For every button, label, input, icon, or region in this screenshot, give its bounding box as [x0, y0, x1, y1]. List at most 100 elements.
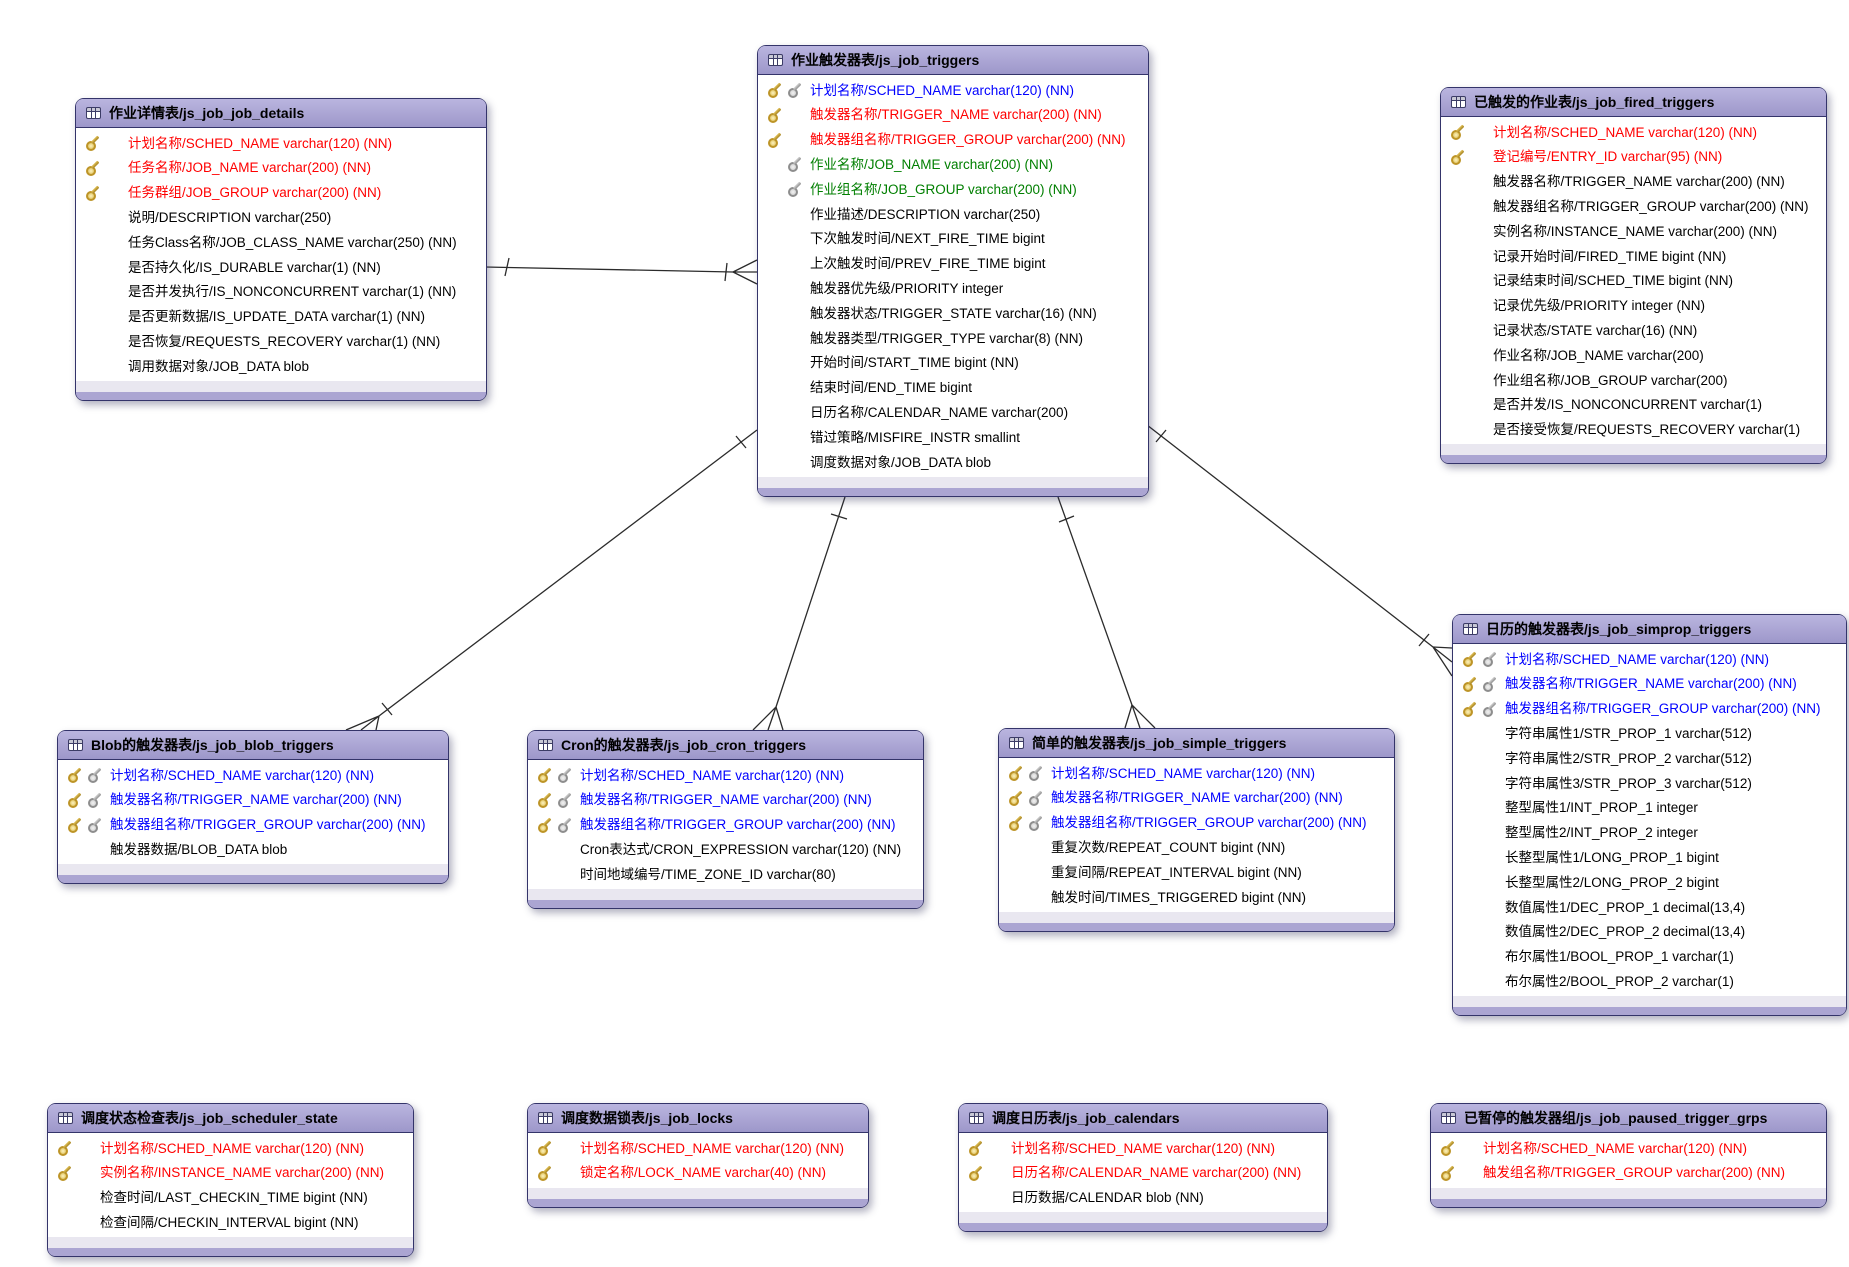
table-field-row[interactable]: Cron表达式/CRON_EXPRESSION varchar(120) (NN…: [528, 837, 923, 862]
table-field-row[interactable]: 长整型属性2/LONG_PROP_2 bigint: [1453, 870, 1846, 895]
table-field-row[interactable]: 计划名称/SCHED_NAME varchar(120) (NN): [959, 1136, 1327, 1161]
table-field-row[interactable]: 重复间隔/REPEAT_INTERVAL bigint (NN): [999, 860, 1394, 885]
table-field-row[interactable]: 字符串属性3/STR_PROP_3 varchar(512): [1453, 771, 1846, 796]
table-field-row[interactable]: 触发器类型/TRIGGER_TYPE varchar(8) (NN): [758, 326, 1148, 351]
table-field-row[interactable]: 触发器优先级/PRIORITY integer: [758, 276, 1148, 301]
table-field-row[interactable]: 作业名称/JOB_NAME varchar(200): [1441, 343, 1826, 368]
table-field-row[interactable]: 检查间隔/CHECKIN_INTERVAL bigint (NN): [48, 1210, 413, 1235]
table-field-row[interactable]: 触发器状态/TRIGGER_STATE varchar(16) (NN): [758, 301, 1148, 326]
table-field-row[interactable]: 触发器名称/TRIGGER_NAME varchar(200) (NN): [1441, 170, 1826, 195]
table-field-row[interactable]: 检查时间/LAST_CHECKIN_TIME bigint (NN): [48, 1186, 413, 1211]
table-field-row[interactable]: 触发时间/TIMES_TRIGGERED bigint (NN): [999, 885, 1394, 910]
table-field-row[interactable]: 实例名称/INSTANCE_NAME varchar(200) (NN): [1441, 219, 1826, 244]
table-field-row[interactable]: 字符串属性2/STR_PROP_2 varchar(512): [1453, 746, 1846, 771]
table-header[interactable]: 日历的触发器表/js_job_simprop_triggers: [1453, 615, 1846, 644]
table-field-row[interactable]: 调用数据对象/JOB_DATA blob: [76, 354, 486, 379]
table-field-row[interactable]: 布尔属性2/BOOL_PROP_2 varchar(1): [1453, 969, 1846, 994]
table-field-row[interactable]: 计划名称/SCHED_NAME varchar(120) (NN): [1441, 120, 1826, 145]
table-field-row[interactable]: 下次触发时间/NEXT_FIRE_TIME bigint: [758, 227, 1148, 252]
table-field-row[interactable]: 计划名称/SCHED_NAME varchar(120) (NN): [528, 763, 923, 788]
table-header[interactable]: 已触发的作业表/js_job_fired_triggers: [1441, 88, 1826, 117]
table-field-row[interactable]: 数值属性1/DEC_PROP_1 decimal(13,4): [1453, 895, 1846, 920]
table-header[interactable]: 作业详情表/js_job_job_details: [76, 99, 486, 128]
table-field-row[interactable]: 时间地域编号/TIME_ZONE_ID varchar(80): [528, 862, 923, 887]
table-field-row[interactable]: 计划名称/SCHED_NAME varchar(120) (NN): [1453, 647, 1846, 672]
table-field-row[interactable]: 是否更新数据/IS_UPDATE_DATA varchar(1) (NN): [76, 305, 486, 330]
table-field-row[interactable]: 触发器组名称/TRIGGER_GROUP varchar(200) (NN): [758, 128, 1148, 153]
table-field-row[interactable]: 是否并发执行/IS_NONCONCURRENT varchar(1) (NN): [76, 280, 486, 305]
table-field-row[interactable]: 计划名称/SCHED_NAME varchar(120) (NN): [48, 1136, 413, 1161]
table-field-row[interactable]: 开始时间/START_TIME bigint (NN): [758, 351, 1148, 376]
table-field-row[interactable]: 作业组名称/JOB_GROUP varchar(200) (NN): [758, 177, 1148, 202]
table-field-row[interactable]: 日历名称/CALENDAR_NAME varchar(200): [758, 400, 1148, 425]
table-header[interactable]: 已暂停的触发器组/js_job_paused_trigger_grps: [1431, 1104, 1826, 1133]
db-table-js_job_locks[interactable]: 调度数据锁表/js_job_locks 计划名称/SCHED_NAME varc…: [527, 1103, 869, 1208]
table-field-row[interactable]: 实例名称/INSTANCE_NAME varchar(200) (NN): [48, 1161, 413, 1186]
table-field-row[interactable]: 是否恢复/REQUESTS_RECOVERY varchar(1) (NN): [76, 329, 486, 354]
table-field-row[interactable]: 作业名称/JOB_NAME varchar(200) (NN): [758, 152, 1148, 177]
table-field-row[interactable]: 日历名称/CALENDAR_NAME varchar(200) (NN): [959, 1161, 1327, 1186]
table-field-row[interactable]: 任务Class名称/JOB_CLASS_NAME varchar(250) (N…: [76, 230, 486, 255]
table-field-row[interactable]: 触发器名称/TRIGGER_NAME varchar(200) (NN): [528, 788, 923, 813]
table-field-row[interactable]: 计划名称/SCHED_NAME varchar(120) (NN): [528, 1136, 868, 1161]
db-table-js_job_paused_trigger_grps[interactable]: 已暂停的触发器组/js_job_paused_trigger_grps 计划名称…: [1430, 1103, 1827, 1208]
table-field-row[interactable]: 计划名称/SCHED_NAME varchar(120) (NN): [58, 763, 448, 788]
db-table-js_job_cron_triggers[interactable]: Cron的触发器表/js_job_cron_triggers 计划名称/SCHE…: [527, 730, 924, 909]
db-table-js_job_simple_triggers[interactable]: 简单的触发器表/js_job_simple_triggers 计划名称/SCHE…: [998, 728, 1395, 932]
table-field-row[interactable]: 触发器组名称/TRIGGER_GROUP varchar(200) (NN): [999, 811, 1394, 836]
table-field-row[interactable]: 触发器名称/TRIGGER_NAME varchar(200) (NN): [1453, 672, 1846, 697]
db-table-js_job_job_details[interactable]: 作业详情表/js_job_job_details 计划名称/SCHED_NAME…: [75, 98, 487, 401]
table-field-row[interactable]: 数值属性2/DEC_PROP_2 decimal(13,4): [1453, 920, 1846, 945]
table-field-row[interactable]: 长整型属性1/LONG_PROP_1 bigint: [1453, 845, 1846, 870]
table-field-row[interactable]: 触发组名称/TRIGGER_GROUP varchar(200) (NN): [1431, 1161, 1826, 1186]
table-field-row[interactable]: 错过策略/MISFIRE_INSTR smallint: [758, 425, 1148, 450]
table-field-row[interactable]: 触发器名称/TRIGGER_NAME varchar(200) (NN): [758, 103, 1148, 128]
table-field-row[interactable]: 布尔属性1/BOOL_PROP_1 varchar(1): [1453, 945, 1846, 970]
table-field-row[interactable]: 记录结束时间/SCHED_TIME bigint (NN): [1441, 269, 1826, 294]
table-field-row[interactable]: 计划名称/SCHED_NAME varchar(120) (NN): [1431, 1136, 1826, 1161]
table-field-row[interactable]: 触发器数据/BLOB_DATA blob: [58, 837, 448, 862]
table-field-row[interactable]: 是否持久化/IS_DURABLE varchar(1) (NN): [76, 255, 486, 280]
table-field-row[interactable]: 触发器组名称/TRIGGER_GROUP varchar(200) (NN): [58, 813, 448, 838]
table-header[interactable]: 作业触发器表/js_job_triggers: [758, 46, 1148, 75]
table-header[interactable]: 调度数据锁表/js_job_locks: [528, 1104, 868, 1133]
table-field-row[interactable]: 记录优先级/PRIORITY integer (NN): [1441, 294, 1826, 319]
table-field-row[interactable]: 触发器名称/TRIGGER_NAME varchar(200) (NN): [999, 786, 1394, 811]
table-field-row[interactable]: 是否并发/IS_NONCONCURRENT varchar(1): [1441, 393, 1826, 418]
table-header[interactable]: 简单的触发器表/js_job_simple_triggers: [999, 729, 1394, 758]
table-field-row[interactable]: 调度数据对象/JOB_DATA blob: [758, 450, 1148, 475]
table-field-row[interactable]: 记录开始时间/FIRED_TIME bigint (NN): [1441, 244, 1826, 269]
table-field-row[interactable]: 是否接受恢复/REQUESTS_RECOVERY varchar(1): [1441, 418, 1826, 443]
table-header[interactable]: Cron的触发器表/js_job_cron_triggers: [528, 731, 923, 760]
table-field-row[interactable]: 作业描述/DESCRIPTION varchar(250): [758, 202, 1148, 227]
table-field-row[interactable]: 任务名称/JOB_NAME varchar(200) (NN): [76, 156, 486, 181]
db-table-js_job_fired_triggers[interactable]: 已触发的作业表/js_job_fired_triggers 计划名称/SCHED…: [1440, 87, 1827, 465]
table-field-row[interactable]: 日历数据/CALENDAR blob (NN): [959, 1186, 1327, 1211]
table-header[interactable]: 调度日历表/js_job_calendars: [959, 1104, 1327, 1133]
table-field-row[interactable]: 锁定名称/LOCK_NAME varchar(40) (NN): [528, 1161, 868, 1186]
table-field-row[interactable]: 作业组名称/JOB_GROUP varchar(200): [1441, 368, 1826, 393]
table-field-row[interactable]: 触发器名称/TRIGGER_NAME varchar(200) (NN): [58, 788, 448, 813]
db-table-js_job_calendars[interactable]: 调度日历表/js_job_calendars 计划名称/SCHED_NAME v…: [958, 1103, 1328, 1233]
table-field-row[interactable]: 登记编号/ENTRY_ID varchar(95) (NN): [1441, 145, 1826, 170]
table-field-row[interactable]: 整型属性1/INT_PROP_1 integer: [1453, 796, 1846, 821]
table-field-row[interactable]: 触发器组名称/TRIGGER_GROUP varchar(200) (NN): [1453, 697, 1846, 722]
db-table-js_job_simprop_triggers[interactable]: 日历的触发器表/js_job_simprop_triggers 计划名称/SCH…: [1452, 614, 1847, 1017]
db-table-js_job_triggers[interactable]: 作业触发器表/js_job_triggers 计划名称/SCHED_NAME v…: [757, 45, 1149, 497]
table-field-row[interactable]: 任务群组/JOB_GROUP varchar(200) (NN): [76, 181, 486, 206]
table-header[interactable]: Blob的触发器表/js_job_blob_triggers: [58, 731, 448, 760]
table-field-row[interactable]: 计划名称/SCHED_NAME varchar(120) (NN): [758, 78, 1148, 103]
table-field-row[interactable]: 整型属性2/INT_PROP_2 integer: [1453, 821, 1846, 846]
table-field-row[interactable]: 说明/DESCRIPTION varchar(250): [76, 205, 486, 230]
table-field-row[interactable]: 触发器组名称/TRIGGER_GROUP varchar(200) (NN): [1441, 194, 1826, 219]
table-field-row[interactable]: 上次触发时间/PREV_FIRE_TIME bigint: [758, 252, 1148, 277]
db-table-js_job_blob_triggers[interactable]: Blob的触发器表/js_job_blob_triggers 计划名称/SCHE…: [57, 730, 449, 885]
table-field-row[interactable]: 字符串属性1/STR_PROP_1 varchar(512): [1453, 721, 1846, 746]
db-table-js_job_scheduler_state[interactable]: 调度状态检查表/js_job_scheduler_state 计划名称/SCHE…: [47, 1103, 414, 1258]
table-field-row[interactable]: 重复次数/REPEAT_COUNT bigint (NN): [999, 835, 1394, 860]
table-field-row[interactable]: 计划名称/SCHED_NAME varchar(120) (NN): [76, 131, 486, 156]
table-field-row[interactable]: 计划名称/SCHED_NAME varchar(120) (NN): [999, 761, 1394, 786]
table-field-row[interactable]: 结束时间/END_TIME bigint: [758, 376, 1148, 401]
table-header[interactable]: 调度状态检查表/js_job_scheduler_state: [48, 1104, 413, 1133]
table-field-row[interactable]: 记录状态/STATE varchar(16) (NN): [1441, 318, 1826, 343]
